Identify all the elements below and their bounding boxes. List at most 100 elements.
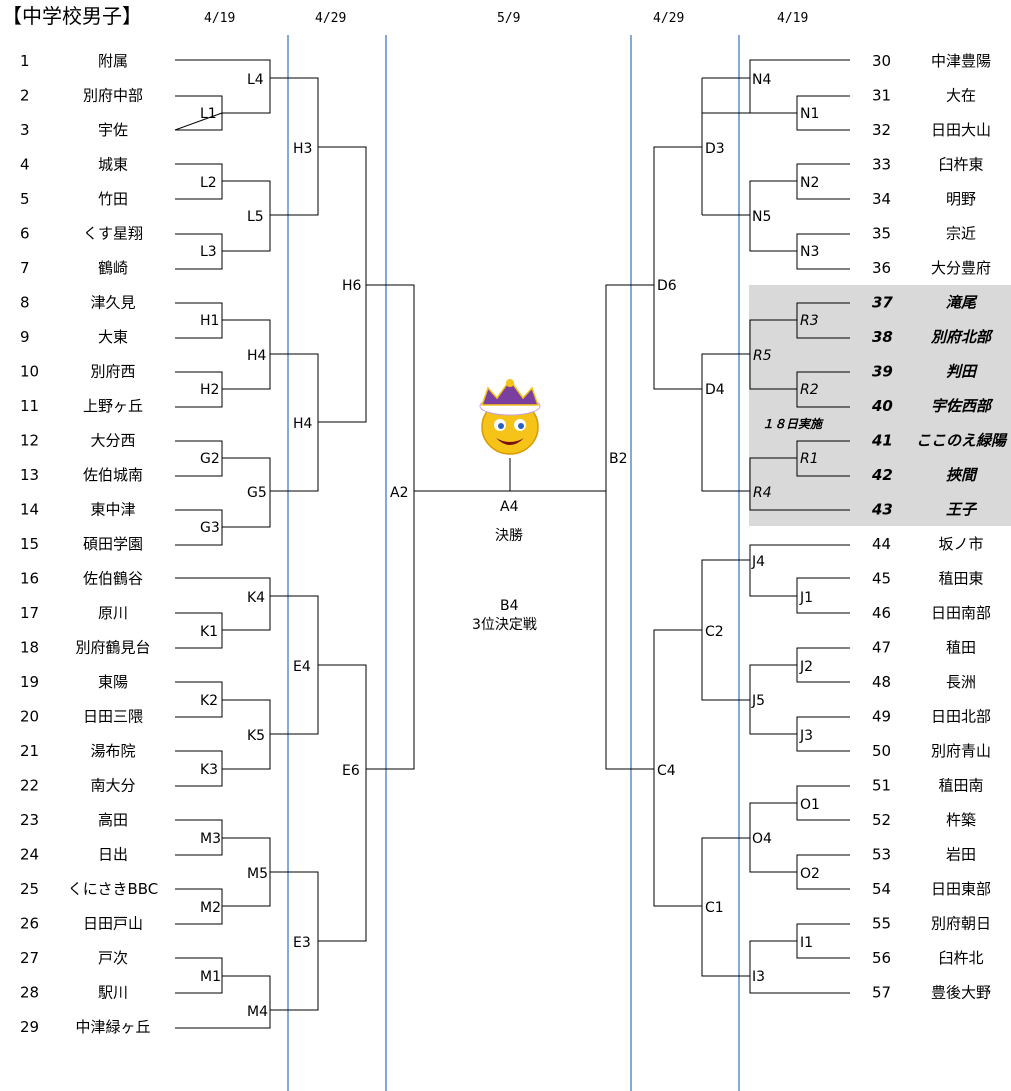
team-name: 長洲 [946,673,976,691]
team-seed-number: 14 [20,501,39,519]
team-name: 日田北部 [931,708,991,726]
team-seed-number: 40 [871,397,893,415]
team-name: 東中津 [90,501,135,519]
match-l1: L1 [200,106,217,122]
bracket-lines [174,59,850,1029]
team-seed-number: 18 [20,639,39,657]
team-name: 大在 [946,87,976,105]
team-name: 碩田学園 [83,535,143,553]
team-name: くす星翔 [83,225,143,243]
match-h3: H3 [293,141,312,157]
highlight-box [749,285,1011,526]
team-name: 大東 [98,328,128,346]
match-o1: O1 [800,797,820,813]
team-seed-number: 4 [20,156,30,174]
match-k3: K3 [200,762,218,778]
match-e6: E6 [342,763,360,779]
team-seed-number: 50 [872,742,891,760]
team-seed-number: 53 [872,846,891,864]
team-name: 臼杵北 [938,949,983,967]
page-title: 【中学校男子】 [2,4,142,28]
team-name: 日出 [98,846,128,864]
team-seed-number: 32 [872,121,891,139]
date-lines [287,35,740,1091]
team-name: 別府西 [90,363,135,381]
team-seed-number: 12 [20,432,39,450]
match-i1: I1 [800,935,813,951]
match-o2: O2 [800,866,820,882]
team-name: 中津緑ヶ丘 [75,1018,150,1036]
match-m4: M4 [247,1004,268,1020]
match-d4: D4 [705,382,725,398]
match-g2: G2 [200,451,220,467]
team-name: 滝尾 [946,294,978,312]
team-seed-number: 47 [872,639,891,657]
match-h6: H6 [342,278,362,294]
team-name: 津久見 [90,294,135,312]
team-name: 駅川 [98,984,128,1002]
team-name: ここのえ緑陽 [916,432,1008,450]
team-seed-number: 33 [872,156,891,174]
team-name: 稙田東 [938,570,983,588]
team-name: 明野 [946,190,976,208]
team-seed-number: 25 [20,880,39,898]
team-seed-number: 51 [872,777,891,795]
team-name: 大分西 [90,432,135,450]
match-h4-upper: H4 [247,348,267,364]
team-name: 稙田南 [938,777,983,795]
team-seed-number: 56 [872,949,891,967]
team-name: 宇佐西部 [931,397,994,415]
match-h4-lower: H4 [293,416,313,432]
match-r4: R4 [753,485,772,501]
team-name: 日田東部 [931,880,991,898]
team-name: 豊後大野 [931,984,991,1002]
team-seed-number: 57 [872,984,891,1002]
team-seed-number: 37 [872,294,893,312]
match-m3: M3 [200,831,221,847]
team-seed-number: 48 [872,673,891,691]
match-j5: J5 [751,693,765,709]
team-name: 附属 [98,52,128,70]
trophy-icon [479,378,541,455]
match-k5: K5 [247,728,265,744]
match-labels-left: L4 L1 H3 L2 L5 L3 H6 H1 H4 H2 H4 G2 G5 A… [200,72,408,1020]
date-round1-right: 4/19 [777,11,808,26]
match-e4: E4 [293,659,311,675]
match-j2: J2 [799,659,813,675]
match-d3: D3 [705,141,725,157]
team-name: 杵築 [946,811,976,829]
team-name: 宇佐 [98,121,128,139]
team-seed-number: 34 [872,190,891,208]
team-seed-number: 30 [872,52,891,70]
match-j3: J3 [799,728,813,744]
match-c4: C4 [657,763,676,779]
match-i3: I3 [752,969,765,985]
team-name: 南大分 [90,777,135,795]
team-seed-number: 10 [20,363,39,381]
team-seed-number: 6 [20,225,30,243]
match-l4: L4 [247,72,264,88]
match-k1: K1 [200,624,218,640]
match-r3: R3 [800,313,819,329]
match-c2: C2 [705,624,724,640]
team-seed-number: 11 [20,397,39,415]
date-final: 5/9 [497,11,520,26]
team-seed-number: 23 [20,811,39,829]
team-seed-number: 15 [20,535,39,553]
match-n4: N4 [752,72,771,88]
team-seed-number: 2 [20,87,30,105]
team-seed-number: 27 [20,949,39,967]
team-name: 臼杵東 [938,156,983,174]
match-b2: B2 [609,451,628,467]
match-r2: R2 [800,382,819,398]
team-seed-number: 35 [872,225,891,243]
schedule-note: １８日実施 [762,417,824,431]
team-name: 別府中部 [83,87,143,105]
team-name: 別府朝日 [931,915,991,933]
match-labels-right: N4 N1 D3 N2 N5 N3 D6 R3 R5 R2 D4 R1 B2 R… [609,72,820,985]
team-seed-number: 43 [871,501,893,519]
match-m1: M1 [200,969,221,985]
